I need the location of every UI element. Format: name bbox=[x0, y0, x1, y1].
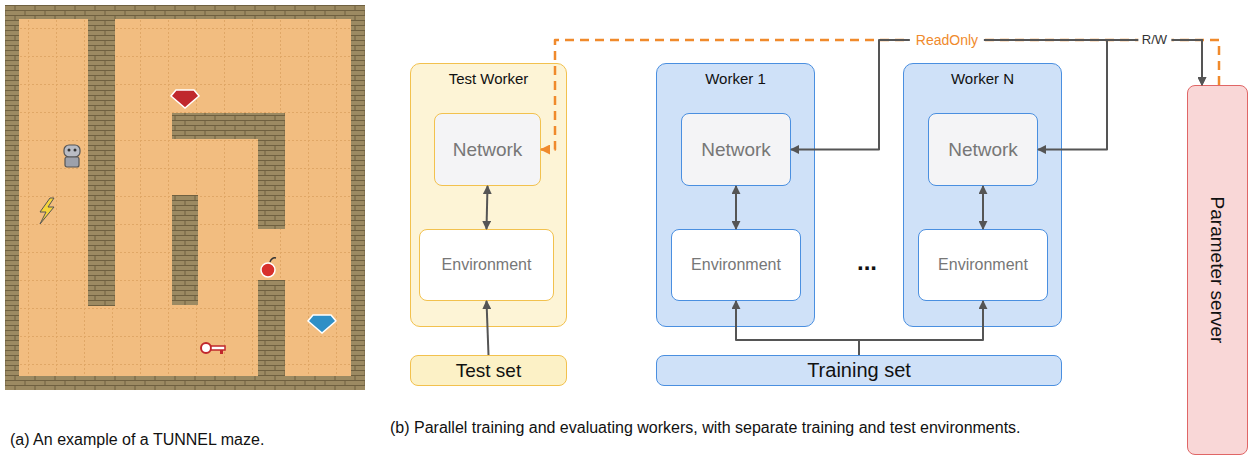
box-label: Worker 1 bbox=[705, 70, 766, 87]
dataset-box: Training set bbox=[656, 355, 1062, 386]
dataset-box: Test set bbox=[410, 355, 567, 386]
maze-part bbox=[171, 90, 199, 108]
connector bbox=[791, 40, 1202, 150]
box-label: Test Worker bbox=[449, 70, 529, 87]
subfigure-caption: (b) Parallel training and evaluating wor… bbox=[390, 416, 1240, 439]
environment-box: Environment bbox=[918, 229, 1048, 301]
connector bbox=[487, 301, 489, 355]
subfigure-caption: (a) An example of a TUNNEL maze. bbox=[10, 428, 264, 451]
box-label: Test set bbox=[456, 360, 521, 382]
box-label: Worker N bbox=[951, 70, 1014, 87]
maze-part bbox=[19, 19, 351, 376]
box-label: Network bbox=[701, 139, 771, 161]
maze-part bbox=[211, 346, 225, 350]
connector bbox=[1038, 40, 1202, 150]
environment-box: Environment bbox=[671, 229, 801, 301]
network-box: Network bbox=[681, 113, 791, 186]
box-label: Environment bbox=[938, 256, 1028, 274]
maze-part bbox=[201, 343, 211, 353]
maze-part bbox=[201, 343, 225, 354]
maze-part bbox=[5, 5, 365, 390]
maze-part bbox=[74, 149, 77, 152]
edge-label: ReadOnly bbox=[910, 32, 984, 48]
network-box: Network bbox=[928, 113, 1038, 186]
maze-part bbox=[220, 350, 223, 354]
maze-part bbox=[40, 198, 54, 224]
maze-part bbox=[261, 263, 275, 277]
network-box: Network bbox=[434, 113, 541, 186]
maze-part bbox=[65, 157, 79, 167]
maze-part bbox=[172, 195, 198, 305]
environment-box: Environment bbox=[419, 229, 554, 301]
connector-label: R/W bbox=[1138, 31, 1171, 50]
parameter-server: Parameter server bbox=[1187, 85, 1248, 455]
maze-part bbox=[64, 145, 80, 157]
box-label: Environment bbox=[691, 256, 781, 274]
maze-part bbox=[258, 280, 285, 376]
worker-panel: Worker N NetworkEnvironment bbox=[903, 63, 1062, 327]
maze-part bbox=[258, 113, 285, 229]
worker-panel: Worker 1 NetworkEnvironment bbox=[656, 63, 815, 327]
ellipsis: ... bbox=[857, 245, 877, 280]
maze-part bbox=[68, 149, 71, 152]
box-label: Training set bbox=[807, 359, 911, 382]
box-label: Network bbox=[453, 139, 523, 161]
maze-part bbox=[270, 258, 276, 262]
connector bbox=[735, 186, 737, 229]
connector bbox=[859, 301, 983, 355]
maze-part bbox=[64, 145, 80, 167]
connector bbox=[982, 186, 984, 229]
connector bbox=[487, 186, 488, 229]
box-label: Environment bbox=[442, 256, 532, 274]
box-label: Parameter server bbox=[1207, 197, 1229, 344]
box-label: Network bbox=[948, 139, 1018, 161]
maze-illustration bbox=[0, 0, 380, 400]
maze-part bbox=[308, 315, 336, 333]
worker-panel: Test WorkerNetworkEnvironment bbox=[410, 63, 567, 327]
readonly-connector bbox=[541, 40, 1219, 150]
maze-part bbox=[88, 19, 115, 306]
connector bbox=[736, 301, 859, 355]
